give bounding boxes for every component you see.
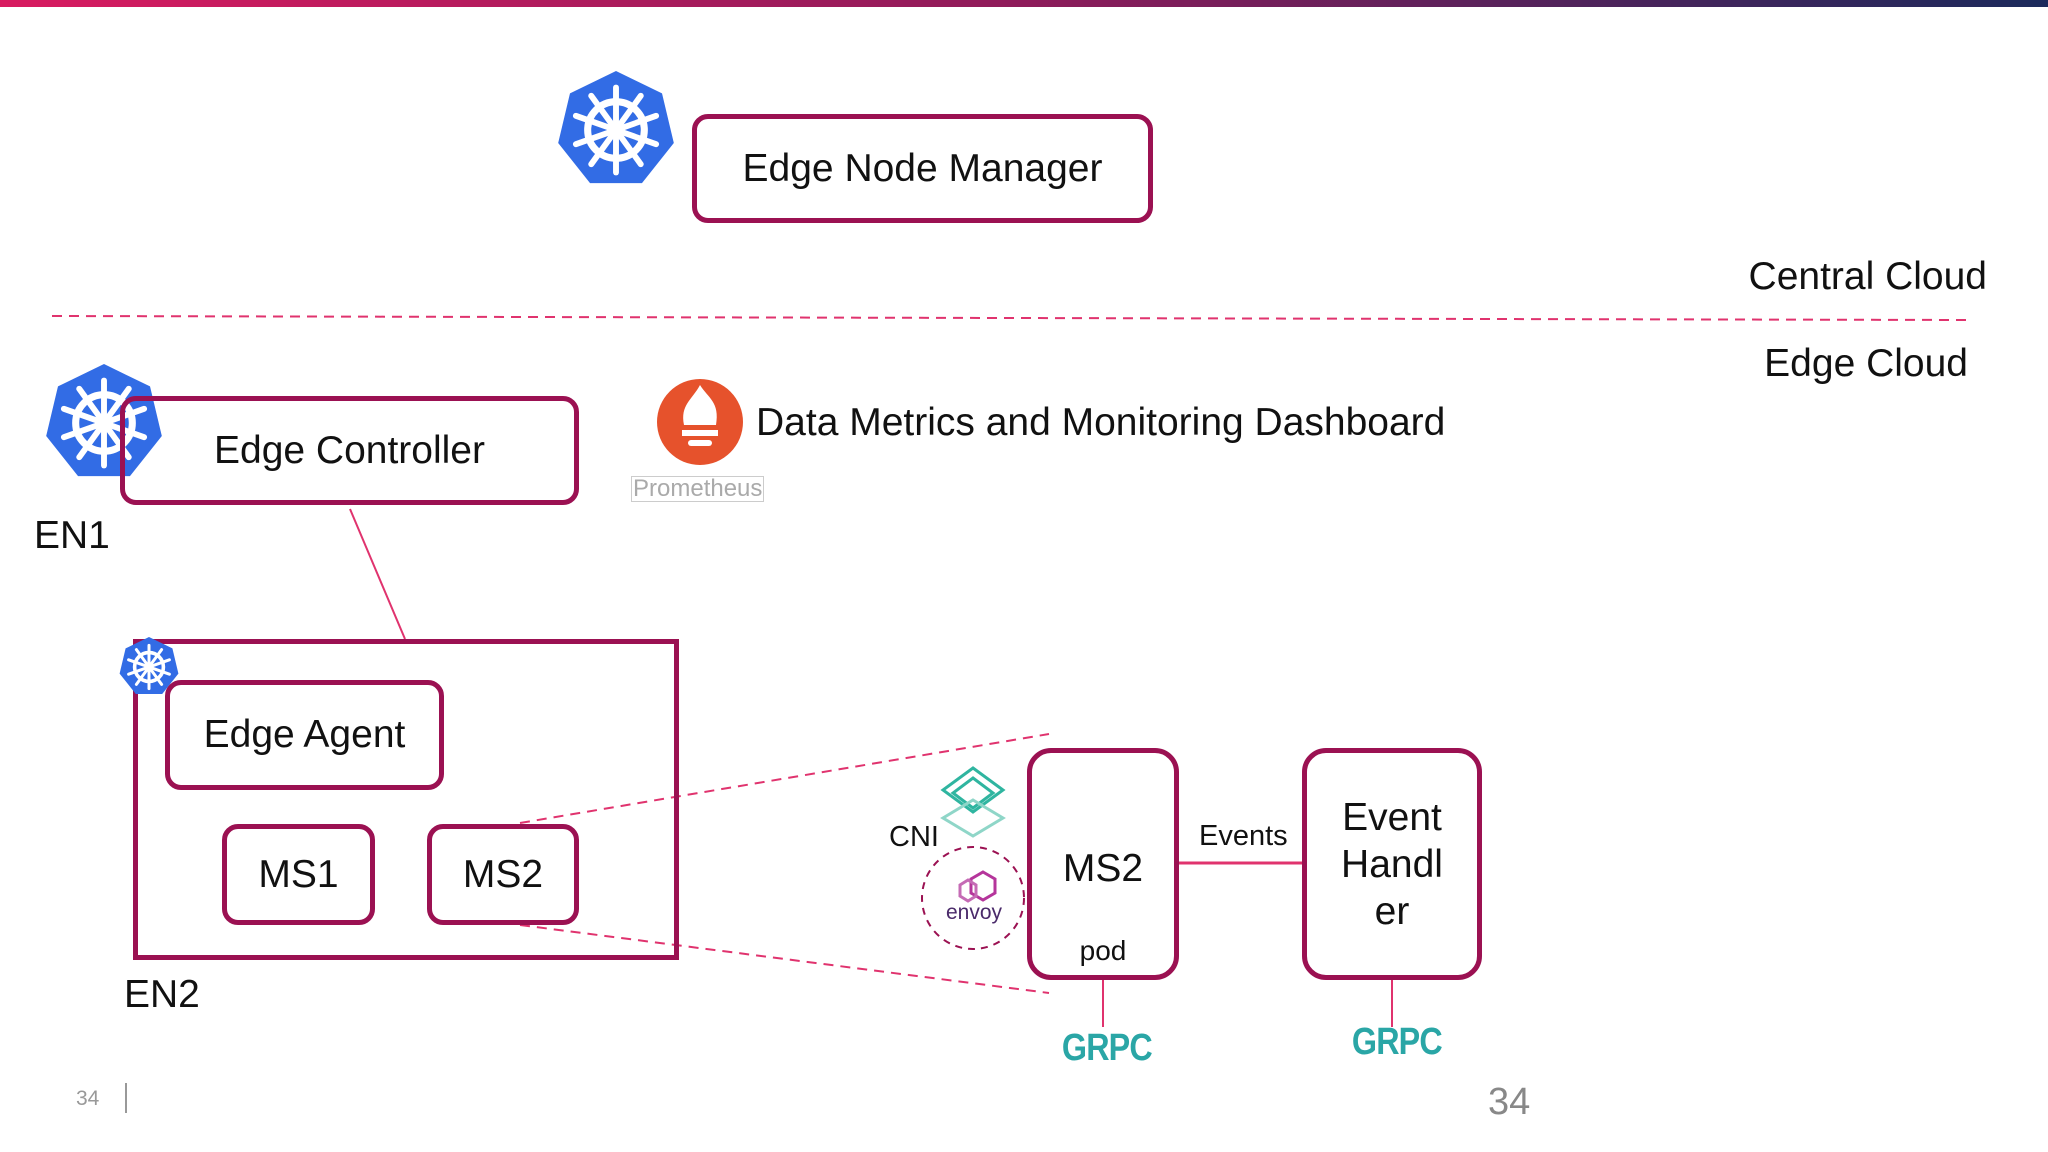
ms1-box: MS1 [222, 824, 375, 925]
central-cloud-label: Central Cloud [1748, 255, 1987, 298]
events-label: Events [1199, 820, 1288, 852]
event-handler-label-line: er [1374, 889, 1410, 933]
cni-label: CNI [889, 821, 939, 853]
monitoring-dashboard-label: Data Metrics and Monitoring Dashboard [756, 401, 1446, 444]
ms2-pod-box: MS2 pod [1027, 748, 1179, 980]
edge-controller-box: Edge Controller [120, 396, 579, 505]
footer-divider [125, 1083, 127, 1113]
edge-controller-label: Edge Controller [214, 428, 485, 472]
ms1-label: MS1 [258, 852, 339, 896]
prometheus-logo-text: Prometheus [631, 475, 765, 502]
envoy-logo-text: envoy [946, 901, 1003, 924]
edge-cloud-label: Edge Cloud [1764, 342, 1968, 385]
kubernetes-icon [558, 71, 674, 183]
event-handler-box: Event Handl er [1302, 748, 1482, 980]
en2-node-box [133, 639, 679, 960]
en2-label: EN2 [124, 973, 200, 1016]
en1-label: EN1 [34, 514, 110, 557]
event-handler-label-line: Event [1342, 795, 1442, 839]
grpc-logo: GRPC [1061, 1027, 1153, 1069]
edge-node-manager-label: Edge Node Manager [742, 146, 1103, 190]
slide-number: 34 [1488, 1081, 1531, 1123]
envoy-sidecar-circle [921, 846, 1025, 950]
ms2-pod-label: MS2 [1062, 847, 1144, 890]
zoom-line-bottom [519, 924, 1050, 994]
ms2-box: MS2 [427, 824, 579, 925]
edge-agent-box: Edge Agent [165, 680, 444, 790]
grpc-logo: GRPC [1351, 1021, 1443, 1063]
edge-agent-label: Edge Agent [203, 713, 406, 756]
event-handler-label-line: Handl [1341, 842, 1443, 886]
controller-agent-link [349, 508, 406, 640]
footer-page-number: 34 [76, 1087, 100, 1110]
pod-label: pod [1079, 935, 1127, 966]
prometheus-icon [657, 379, 743, 465]
edge-node-manager-box: Edge Node Manager [692, 114, 1153, 223]
zoom-line-top [519, 733, 1050, 824]
top-gradient-bar [0, 0, 2048, 7]
ms2-label: MS2 [462, 852, 544, 896]
zone-divider [51, 315, 1968, 321]
